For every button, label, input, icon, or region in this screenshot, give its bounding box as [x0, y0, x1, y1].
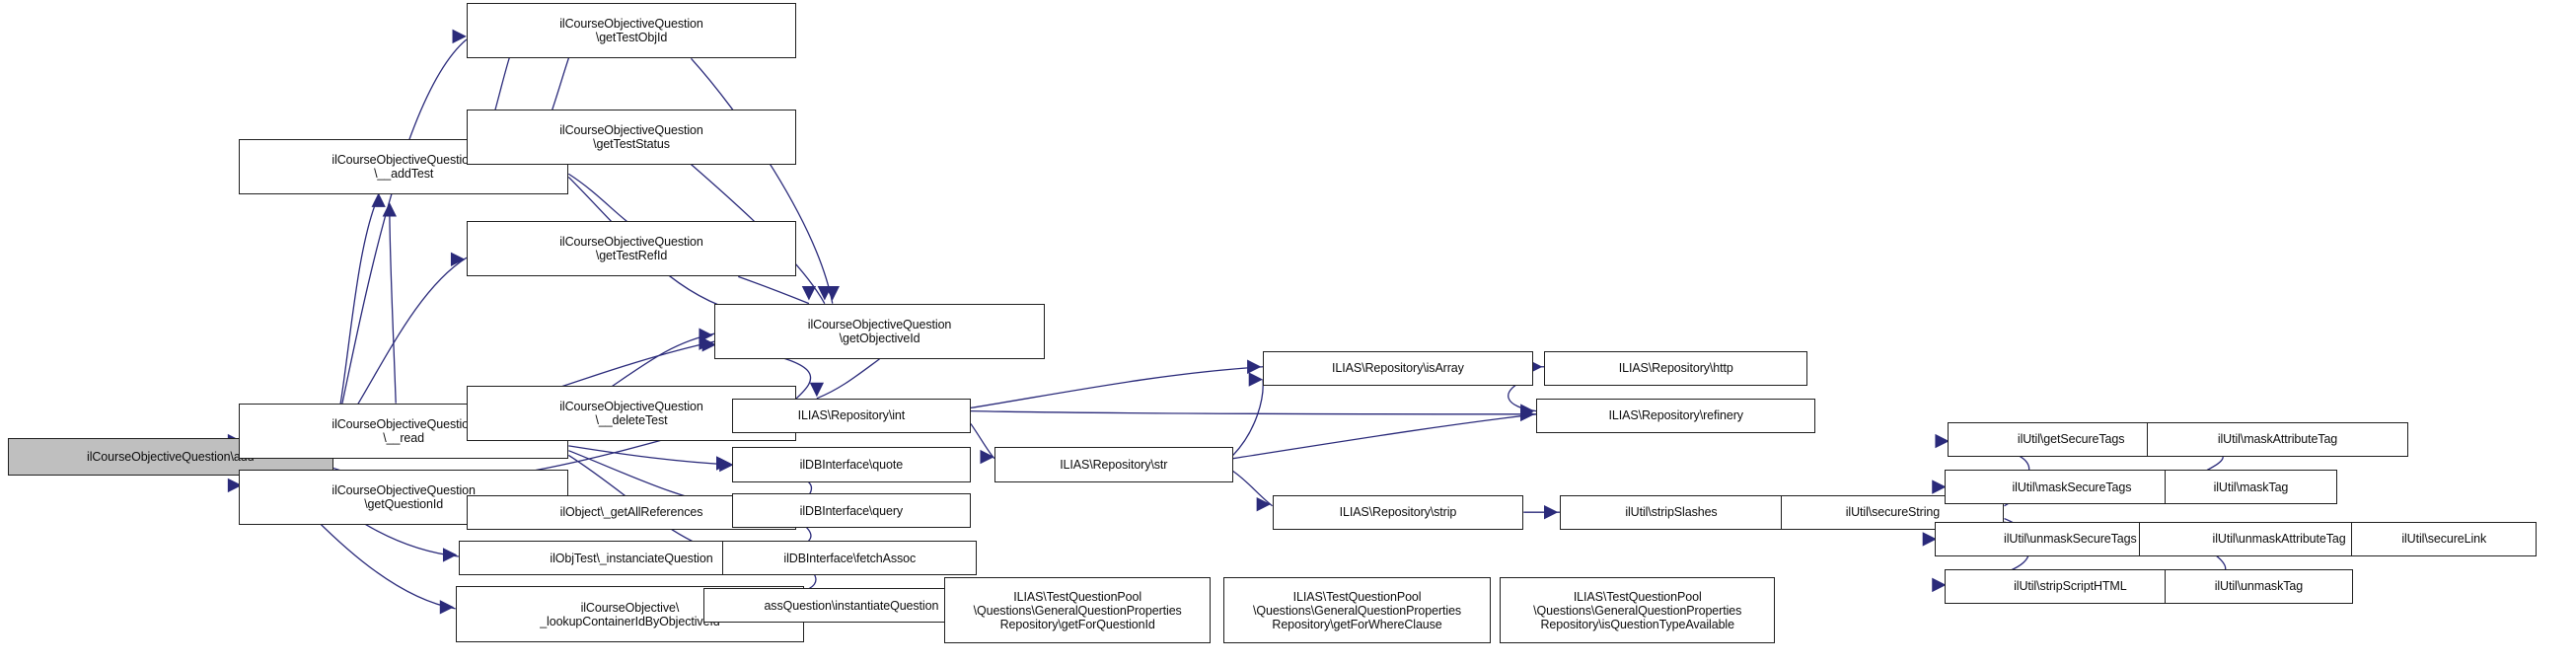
- graph-edge-arrowhead: [809, 382, 825, 398]
- graph-node[interactable]: ILIAS\Repository\refinery: [1536, 398, 1816, 434]
- graph-node-label: ilUtil\unmaskTag: [2214, 579, 2304, 594]
- graph-node-label: ilUtil\maskAttributeTag: [2217, 432, 2338, 447]
- graph-node-label: ILIAS\TestQuestionPool \Questions\Genera…: [1533, 589, 1742, 631]
- graph-edge-arrowhead: [801, 286, 817, 301]
- graph-edge-arrowhead: [439, 600, 455, 615]
- graph-node-label: ILIAS\TestQuestionPool \Questions\Genera…: [1252, 589, 1462, 631]
- graph-edge: [1233, 472, 1273, 506]
- graph-node[interactable]: ILIAS\Repository\int: [731, 398, 971, 434]
- graph-edge-arrowhead: [450, 252, 466, 267]
- graph-node[interactable]: ilDBInterface\fetchAssoc: [722, 541, 978, 576]
- graph-edge: [971, 411, 1536, 414]
- graph-node-label: ilUtil\getSecureTags: [2017, 432, 2125, 447]
- graph-node-label: ilCourseObjectiveQuestion \getTestStatus: [559, 122, 703, 151]
- graph-node-label: ilDBInterface\quote: [799, 458, 904, 473]
- graph-node[interactable]: ILIAS\Repository\isArray: [1263, 350, 1533, 386]
- graph-node-label: ilUtil\secureLink: [2401, 532, 2487, 547]
- graph-edge-arrowhead: [1520, 406, 1535, 422]
- graph-edge: [390, 205, 396, 403]
- graph-node[interactable]: ilCourseObjectiveQuestion \__addTest: [238, 139, 569, 195]
- graph-edge-arrowhead: [980, 449, 994, 465]
- graph-node[interactable]: ILIAS\Repository\http: [1544, 350, 1808, 386]
- graph-edge: [568, 446, 732, 465]
- graph-edge-arrowhead: [825, 286, 840, 301]
- graph-node[interactable]: ILIAS\Repository\strip: [1272, 494, 1524, 530]
- graph-node[interactable]: ilUtil\unmaskTag: [2164, 568, 2353, 605]
- graph-edge: [971, 423, 994, 458]
- graph-edge-arrowhead: [1520, 404, 1535, 418]
- graph-edge: [1233, 414, 1536, 459]
- graph-node[interactable]: ilCourseObjectiveQuestion \getTestRefId: [466, 221, 797, 277]
- graph-node-label: ilUtil\stripScriptHTML: [2014, 579, 2127, 594]
- graph-node-label: ILIAS\Repository\str: [1060, 458, 1168, 473]
- graph-edge: [333, 39, 467, 447]
- graph-edge: [738, 276, 809, 303]
- graph-node-label: ilCourseObjectiveQuestion \getTestObjId: [559, 17, 703, 45]
- graph-node-label: ilObject\_getAllReferences: [559, 505, 703, 520]
- graph-node-label: ilUtil\unmaskSecureTags: [2004, 532, 2137, 547]
- graph-node-label: ILIAS\Repository\refinery: [1608, 408, 1744, 423]
- graph-node-label: ilCourseObjectiveQuestion \getQuestionId: [331, 482, 476, 511]
- graph-node[interactable]: ilDBInterface\quote: [731, 447, 971, 482]
- graph-node-label: ilCourseObjective\ _lookupContainerIdByO…: [540, 600, 720, 628]
- graph-edge-arrowhead: [699, 335, 713, 350]
- graph-node-label: ilCourseObjectiveQuestion \getObjectiveI…: [807, 317, 952, 345]
- graph-edge-arrowhead: [715, 456, 731, 471]
- graph-edge-arrowhead: [1256, 496, 1271, 512]
- graph-edge-arrowhead: [452, 29, 467, 44]
- graph-node[interactable]: ILIAS\Repository\str: [994, 447, 1233, 482]
- graph-edge-arrowhead: [1247, 359, 1262, 374]
- graph-node-label: ilCourseObjectiveQuestion \__deleteTest: [559, 400, 703, 427]
- graph-node-label: ILIAS\TestQuestionPool \Questions\Genera…: [973, 589, 1182, 631]
- graph-node[interactable]: ilDBInterface\query: [731, 492, 971, 529]
- graph-node[interactable]: ilUtil\stripSlashes: [1559, 494, 1783, 530]
- graph-node[interactable]: ilUtil\maskSecureTags: [1944, 469, 2199, 505]
- graph-node-label: assQuestion\instantiateQuestion: [764, 598, 939, 613]
- graph-edge-arrowhead: [1544, 504, 1559, 520]
- graph-node[interactable]: ilUtil\maskAttributeTag: [2147, 421, 2408, 458]
- graph-node-label: ILIAS\Repository\http: [1618, 361, 1733, 376]
- graph-node-label: ilUtil\secureString: [1845, 505, 1941, 520]
- graph-edge-arrowhead: [699, 328, 713, 342]
- graph-edge-arrowhead: [1248, 372, 1264, 387]
- graph-node-label: ILIAS\Repository\isArray: [1332, 361, 1464, 376]
- graph-node[interactable]: ILIAS\TestQuestionPool \Questions\Genera…: [943, 576, 1212, 644]
- graph-node[interactable]: ilUtil\maskTag: [2164, 469, 2337, 505]
- graph-node-label: ilCourseObjectiveQuestion\add: [87, 450, 255, 465]
- graph-node[interactable]: ilUtil\stripScriptHTML: [1944, 568, 2196, 605]
- graph-node-label: ilCourseObjectiveQuestion \__read: [331, 416, 476, 445]
- graph-node-label: ilDBInterface\query: [799, 503, 904, 518]
- graph-node-label: ilUtil\maskTag: [2213, 480, 2289, 494]
- graph-node-label: ilUtil\stripSlashes: [1625, 505, 1718, 520]
- graph-edge: [1233, 380, 1263, 456]
- graph-node-label: ilDBInterface\fetchAssoc: [783, 551, 917, 565]
- graph-node-label: ilObjTest\_instanciateQuestion: [550, 551, 713, 565]
- graph-node-label: ilCourseObjectiveQuestion \__addTest: [331, 153, 476, 182]
- graph-node[interactable]: ilCourseObjectiveQuestion \getTestObjId: [466, 3, 797, 59]
- graph-node[interactable]: ILIAS\TestQuestionPool \Questions\Genera…: [1223, 576, 1491, 644]
- graph-node-label: ilUtil\maskSecureTags: [2012, 480, 2132, 494]
- graph-edge-arrowhead: [442, 548, 458, 562]
- graph-node-label: ilUtil\unmaskAttributeTag: [2212, 532, 2346, 547]
- graph-node[interactable]: ilCourseObjectiveQuestion \getTestStatus: [466, 109, 797, 165]
- graph-edge-arrowhead: [371, 192, 386, 207]
- graph-edge: [971, 367, 1263, 408]
- graph-node[interactable]: ilCourseObjectiveQuestion \getObjectiveI…: [714, 303, 1045, 359]
- graph-node-label: ILIAS\Repository\int: [797, 408, 906, 423]
- graph-node[interactable]: ilUtil\secureLink: [2351, 521, 2538, 557]
- graph-node-label: ilCourseObjectiveQuestion \getTestRefId: [559, 235, 703, 263]
- graph-edge-arrowhead: [817, 286, 833, 301]
- graph-edge: [817, 359, 880, 399]
- graph-node-label: ILIAS\Repository\strip: [1339, 505, 1457, 520]
- graph-node[interactable]: ILIAS\TestQuestionPool \Questions\Genera…: [1500, 576, 1776, 644]
- graph-edge-arrowhead: [382, 202, 397, 217]
- graph-edge-arrowhead: [1520, 406, 1535, 422]
